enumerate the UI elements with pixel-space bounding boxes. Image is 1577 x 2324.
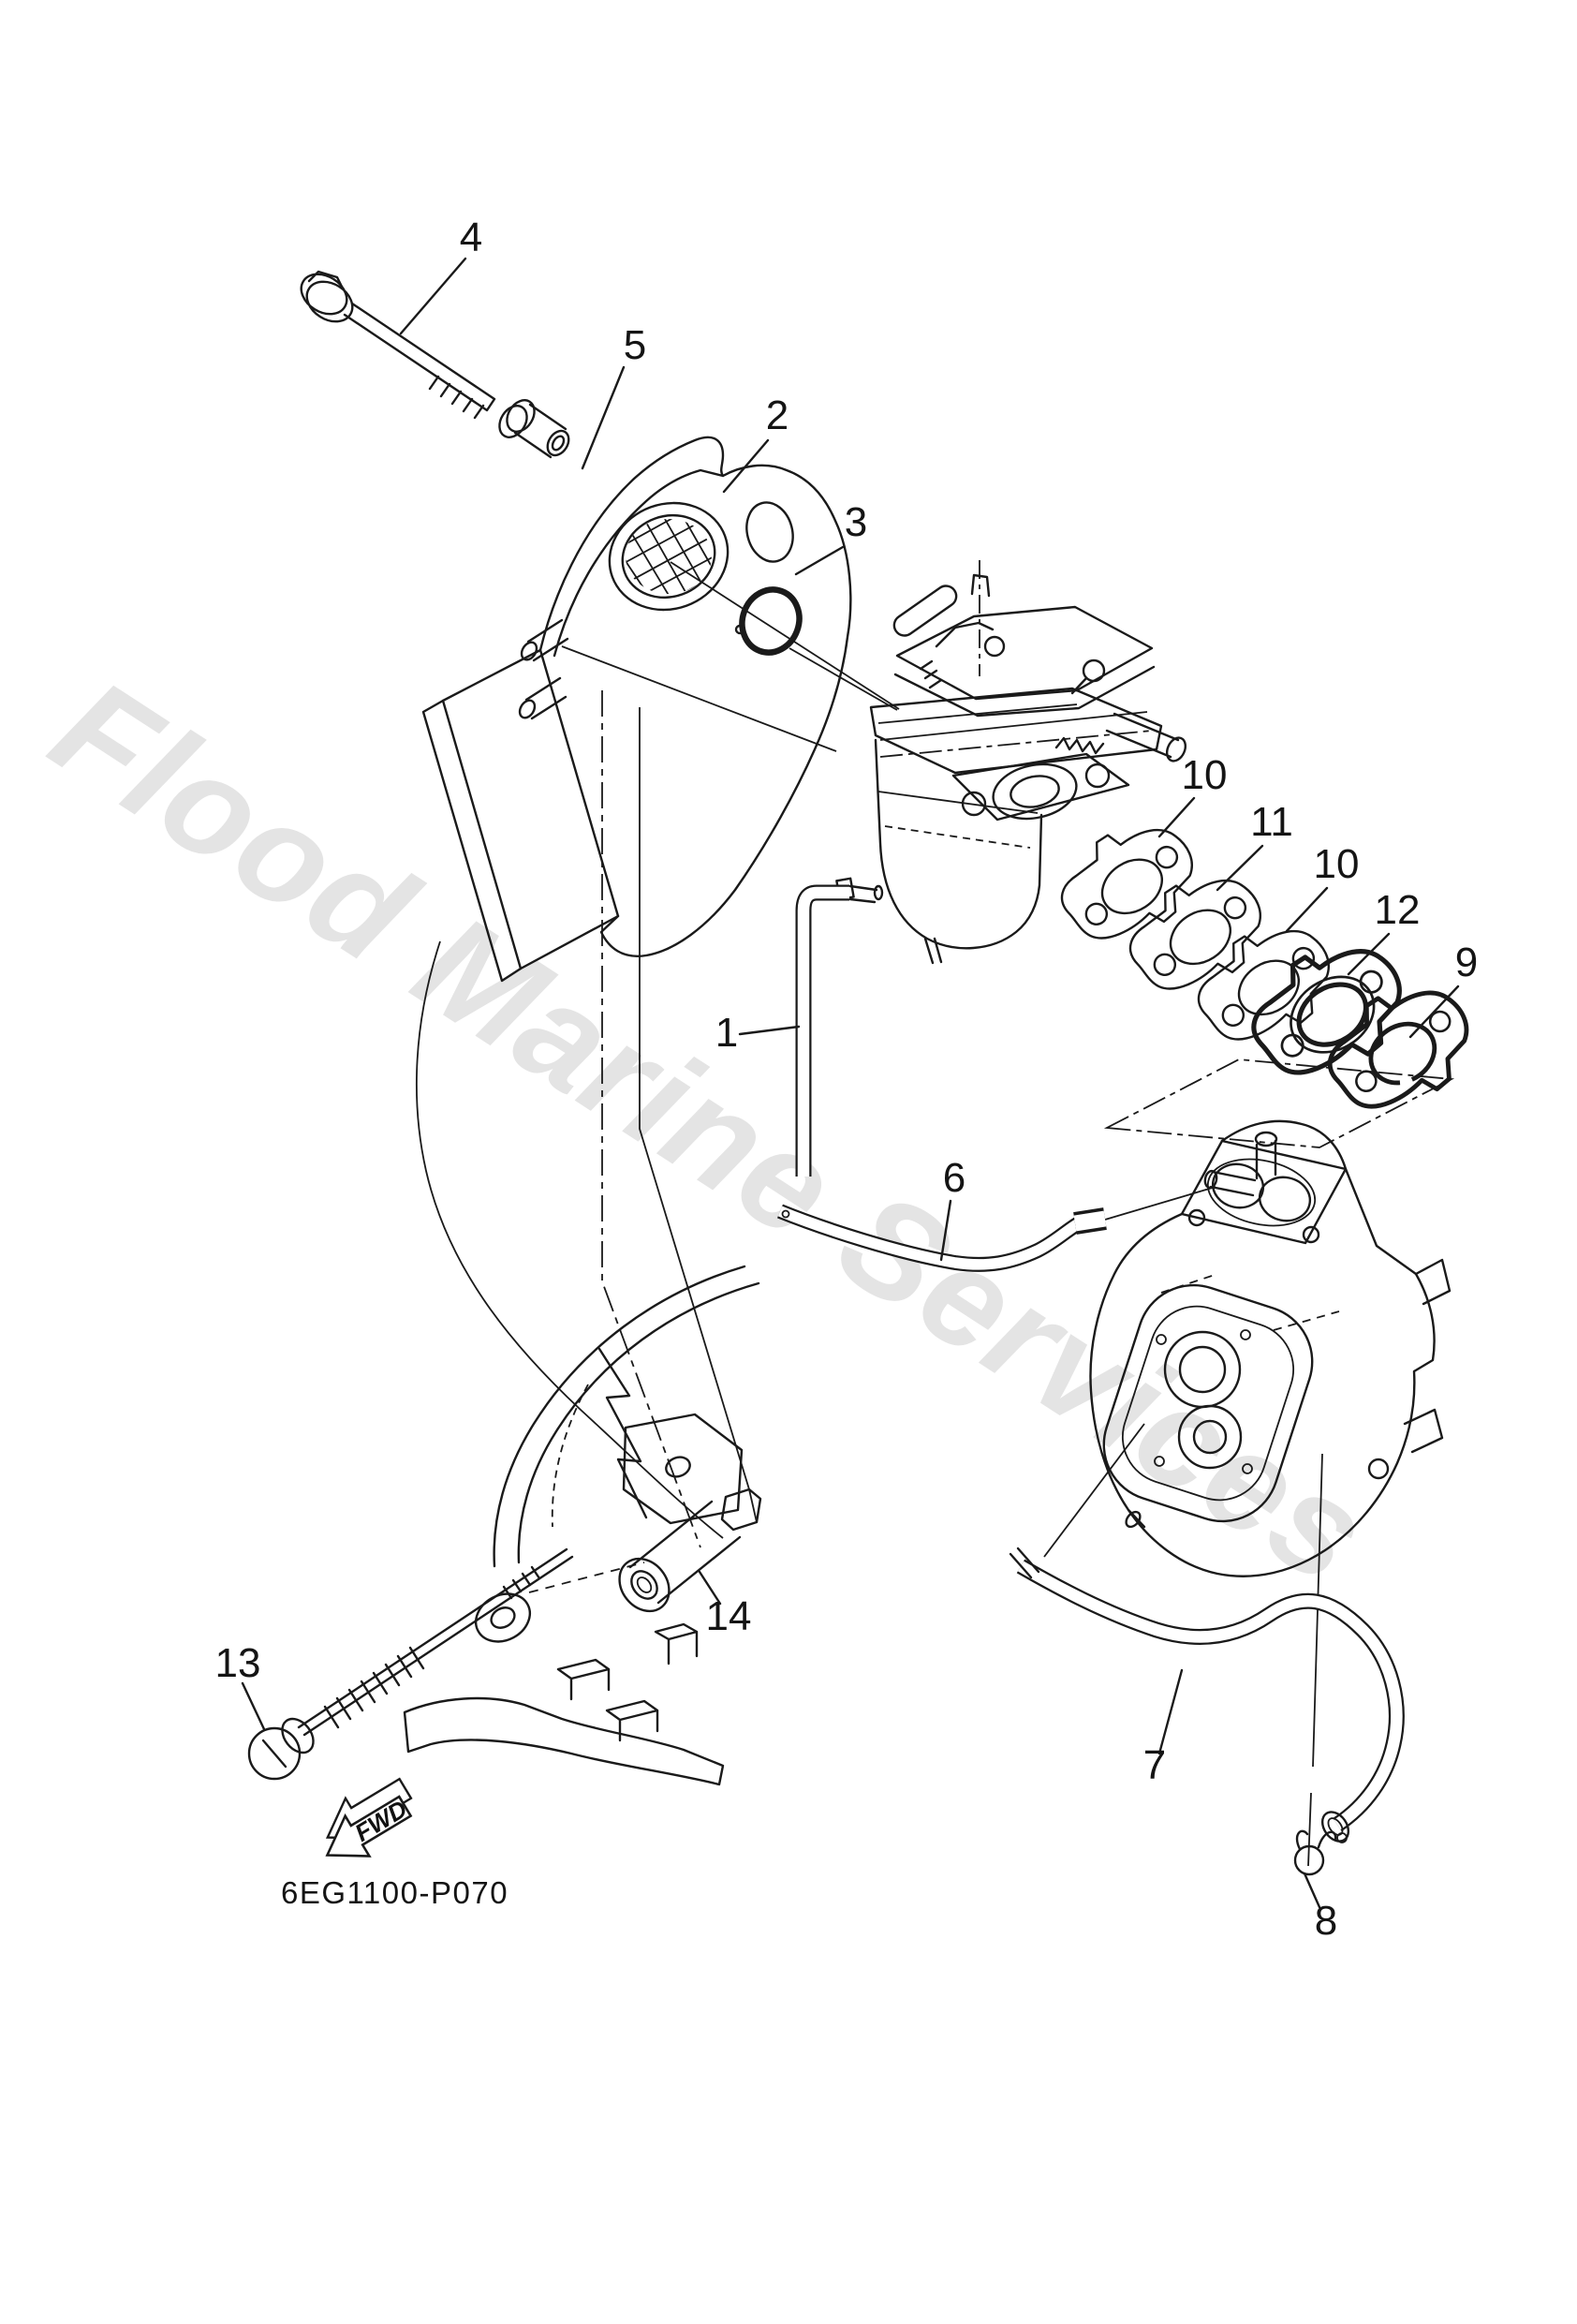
collar-part-14 [618, 1488, 762, 1613]
callout-4-label: 4 [460, 215, 482, 260]
callout-6-label: 6 [943, 1155, 965, 1201]
callout-5-label: 5 [624, 322, 646, 368]
callout-10-second-label: 10 [1314, 841, 1360, 887]
gasket-part-9 [1327, 990, 1469, 1109]
callout-3-label: 3 [845, 499, 867, 545]
phantom-mount-face [1103, 1058, 1455, 1148]
callout-7-label: 7 [1143, 1742, 1166, 1788]
callout-13-label: 13 [215, 1640, 261, 1686]
hose-part-1 [795, 884, 849, 1177]
callout-10-first-label: 10 [1182, 752, 1228, 798]
intake-silencer-part-2 [421, 436, 852, 983]
engine-block-drawing [1089, 1119, 1452, 1577]
o-ring-part-3 [739, 586, 803, 656]
hose-part-6 [777, 1204, 1107, 1272]
callout-12-label: 12 [1375, 887, 1421, 933]
callout-9-label: 9 [1455, 940, 1478, 985]
clamp-part-8 [1293, 1829, 1348, 1876]
gasket-part-10-second [1197, 929, 1330, 1041]
bolt-part-4 [300, 270, 496, 420]
callout-8-label: 8 [1315, 1898, 1337, 1944]
screw-part-13 [247, 1547, 574, 1781]
collar-part-5 [498, 399, 570, 459]
drawing-code: 6EG1100-P070 [281, 1875, 508, 1910]
construction-lines [415, 560, 1323, 1867]
gasket-part-10-first [1060, 828, 1193, 940]
gasket-part-11 [1128, 879, 1261, 990]
carburetor-drawing [835, 573, 1187, 965]
callout-1-label: 1 [715, 1010, 738, 1056]
callout-labels: 4 5 2 3 1 6 10 11 10 12 9 7 8 13 14 [215, 215, 1479, 1944]
fwd-arrow: FWD [325, 1777, 413, 1858]
leader-lines [241, 257, 1460, 1909]
callout-2-label: 2 [766, 392, 788, 438]
callout-11-label: 11 [1250, 799, 1293, 845]
callout-14-label: 14 [706, 1593, 752, 1639]
hose-part-7 [1009, 1547, 1405, 1843]
